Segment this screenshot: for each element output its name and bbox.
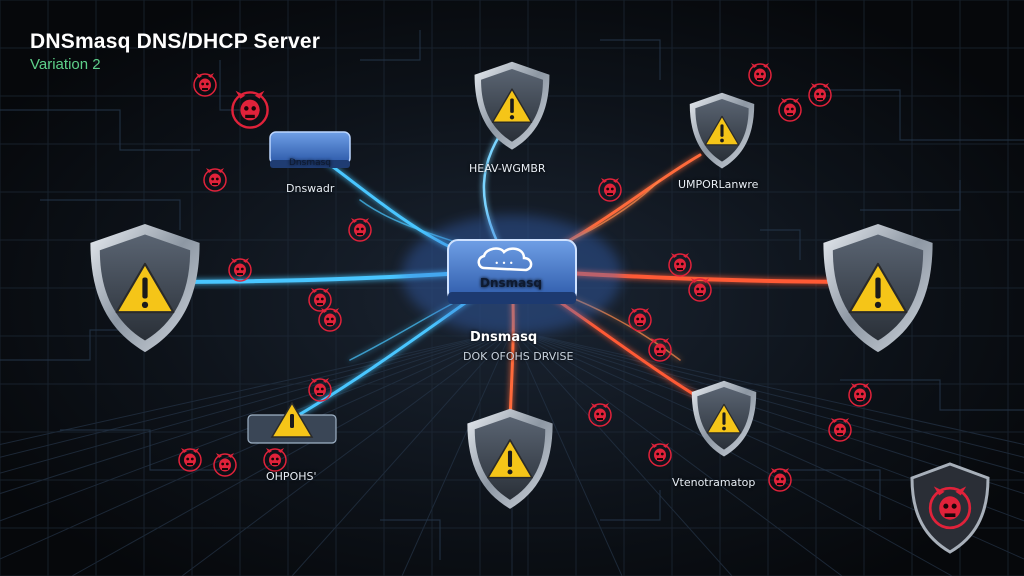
bottom-right-node-label: Vtenotramatop bbox=[672, 476, 756, 489]
page-title: DNSmasq DNS/DHCP Server bbox=[30, 30, 321, 53]
top-right-node-label: UMPORLanwre bbox=[678, 178, 759, 191]
center-node-caption: DOK OFOHS DRVISE bbox=[463, 350, 574, 363]
center-chip-label: Dnsmasq bbox=[480, 276, 542, 290]
top-left-node-label: Dnswadr bbox=[286, 182, 335, 195]
center-server[interactable]: • • • bbox=[447, 239, 577, 304]
cloud-icon: • • • bbox=[477, 247, 533, 272]
circuit-traces bbox=[0, 30, 1024, 560]
svg-text:• • •: • • • bbox=[494, 259, 513, 268]
top-left-chip-label: Dnsmasq bbox=[289, 158, 332, 168]
page-subtitle: Variation 2 bbox=[30, 56, 101, 73]
bottom-left-device[interactable] bbox=[247, 401, 337, 444]
center-node-name: Dnsmasq bbox=[470, 330, 538, 345]
top-center-node-label: HEAV-WGMBR bbox=[469, 162, 546, 175]
malware-shield-icon bbox=[910, 462, 990, 554]
bottom-left-node-label: OHPOHS' bbox=[266, 470, 317, 483]
